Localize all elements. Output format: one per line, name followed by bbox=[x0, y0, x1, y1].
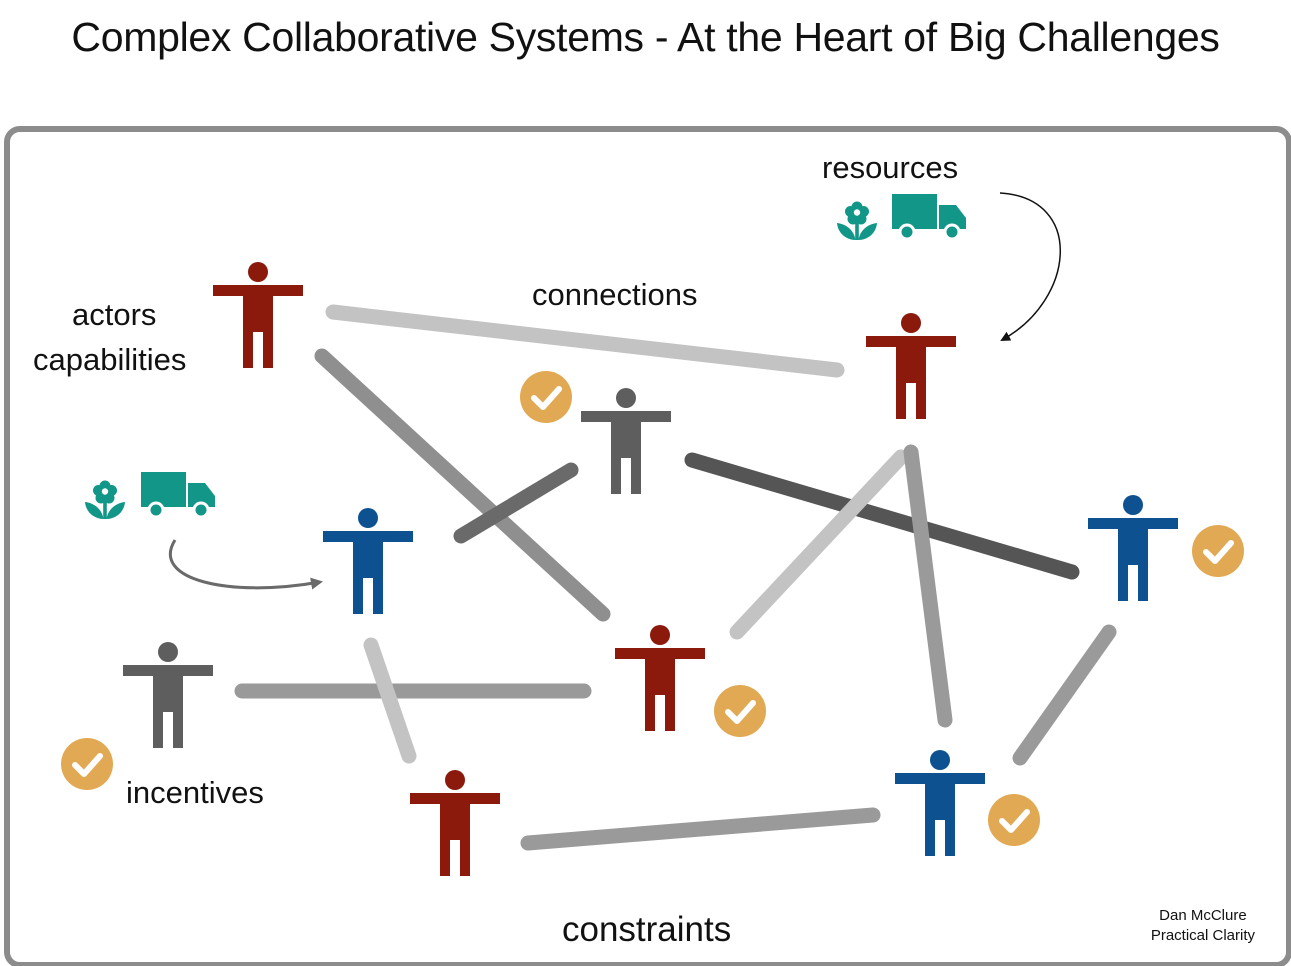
person-icon bbox=[615, 625, 705, 731]
author-credit: Dan McClure Practical Clarity bbox=[1151, 906, 1255, 946]
resources-arrow-icon bbox=[999, 192, 1061, 341]
connection-line bbox=[1012, 624, 1117, 766]
constraints-label: constraints bbox=[562, 910, 732, 949]
resources-label: resources bbox=[822, 150, 959, 185]
page-title: Complex Collaborative Systems - At the H… bbox=[71, 14, 1220, 60]
person-icon bbox=[323, 508, 413, 614]
check-badge-icon bbox=[520, 371, 572, 423]
truck-icon bbox=[892, 194, 966, 241]
check-badge-icon bbox=[1192, 525, 1244, 577]
person-icon bbox=[1088, 495, 1178, 601]
person-icon bbox=[410, 770, 500, 876]
incentives-label: incentives bbox=[126, 775, 264, 810]
capabilities-label: capabilities bbox=[33, 342, 187, 377]
flower-icon bbox=[85, 480, 125, 519]
connection-line bbox=[314, 348, 611, 622]
credit-org: Practical Clarity bbox=[1150, 927, 1255, 944]
person-icon bbox=[123, 642, 213, 748]
person-icon bbox=[895, 750, 985, 856]
check-badge-icon bbox=[988, 794, 1040, 846]
person-icon bbox=[213, 262, 303, 368]
connection-lines bbox=[234, 304, 1117, 851]
resources-arrow-icon bbox=[168, 539, 323, 590]
check-badge-icon bbox=[714, 685, 766, 737]
connection-line bbox=[325, 304, 845, 378]
credit-author: Dan McClure bbox=[1159, 907, 1247, 924]
connection-line bbox=[520, 807, 881, 851]
flower-icon bbox=[837, 201, 877, 240]
person-icon bbox=[581, 388, 671, 494]
connection-line bbox=[453, 462, 579, 544]
person-icon bbox=[866, 313, 956, 419]
actors-label: actors bbox=[72, 297, 157, 332]
connection-line bbox=[903, 444, 953, 728]
connection-line bbox=[363, 637, 417, 764]
connection-line bbox=[684, 452, 1080, 580]
connection-line bbox=[729, 449, 909, 640]
connections-label: connections bbox=[532, 277, 698, 312]
truck-icon bbox=[141, 472, 215, 519]
system-frame bbox=[4, 126, 1291, 966]
check-badge-icon bbox=[61, 738, 113, 790]
